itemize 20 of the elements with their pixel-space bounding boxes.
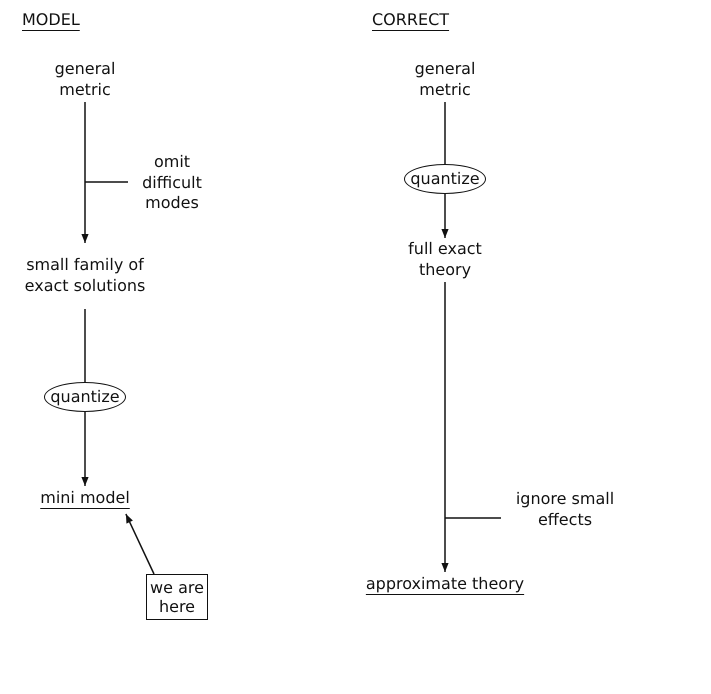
text-label: ignore small effects [505, 488, 625, 532]
heading: CORRECT [372, 10, 450, 29]
callout-box: we are here [146, 574, 208, 620]
text-label: general metric [405, 58, 485, 102]
arrow [125, 514, 155, 574]
text-label: small family of exact solutions [14, 243, 156, 309]
process-oval: quantize [44, 382, 126, 412]
arrow [441, 282, 449, 572]
text-label: omit difficult modes [132, 150, 212, 216]
heading: MODEL [22, 10, 80, 29]
text-label: full exact theory [380, 238, 510, 282]
arrow [81, 412, 89, 486]
arrow [441, 194, 449, 238]
text-label: general metric [45, 58, 125, 102]
arrow [81, 102, 89, 243]
leader-line [85, 181, 128, 183]
leader-line [445, 517, 501, 519]
underlined-text-label: approximate theory [365, 572, 525, 596]
underlined-text-label: mini model [28, 486, 142, 510]
process-oval: quantize [404, 164, 486, 194]
